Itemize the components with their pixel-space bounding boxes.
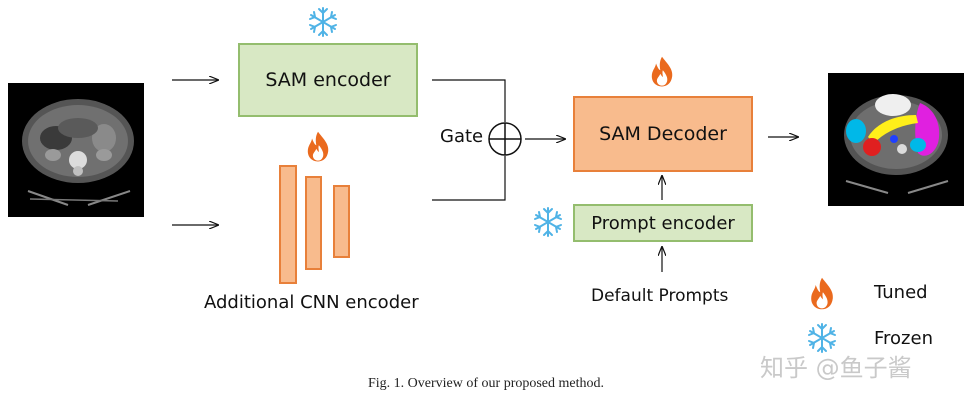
default-prompts-label: Default Prompts	[591, 286, 729, 306]
sam-encoder-label: SAM encoder	[265, 69, 391, 91]
prompt-encoder-box: Prompt encoder	[573, 204, 753, 242]
input-ct-image	[8, 83, 144, 217]
cnn-encoder-label: Additional CNN encoder	[204, 292, 419, 313]
legend-flame-icon	[811, 277, 833, 310]
cnn-layer-2	[305, 176, 322, 270]
figure-caption: Fig. 1. Overview of our proposed method.	[368, 376, 605, 391]
kidney-right-segment	[910, 138, 926, 152]
kidney-left-segment	[846, 119, 866, 143]
flame-icon	[307, 131, 329, 162]
snowflake-icon	[534, 207, 562, 237]
cnn-layer-1	[279, 165, 297, 284]
sam-decoder-box: SAM Decoder	[573, 96, 753, 172]
legend-tuned-label: Tuned	[874, 282, 928, 303]
stomach-segment	[875, 94, 911, 116]
spleen-segment	[863, 138, 881, 156]
sam-encoder-box: SAM encoder	[238, 43, 418, 117]
output-segmented-ct-image	[828, 73, 964, 206]
pancreas-segment	[868, 115, 918, 143]
cnn-layer-3	[333, 185, 350, 258]
watermark: 知乎 @鱼子酱	[760, 354, 912, 382]
aorta-segment	[890, 135, 898, 143]
cnn-to-gate-line	[432, 156, 506, 201]
sam-to-gate-line	[432, 79, 506, 122]
gate-label: Gate	[440, 126, 484, 147]
legend-frozen-label: Frozen	[874, 328, 933, 349]
gate-plus-icon	[488, 122, 522, 156]
sam-decoder-label: SAM Decoder	[599, 123, 727, 145]
snowflake-icon	[309, 7, 337, 37]
prompt-encoder-label: Prompt encoder	[591, 212, 735, 234]
flame-icon	[651, 56, 673, 87]
